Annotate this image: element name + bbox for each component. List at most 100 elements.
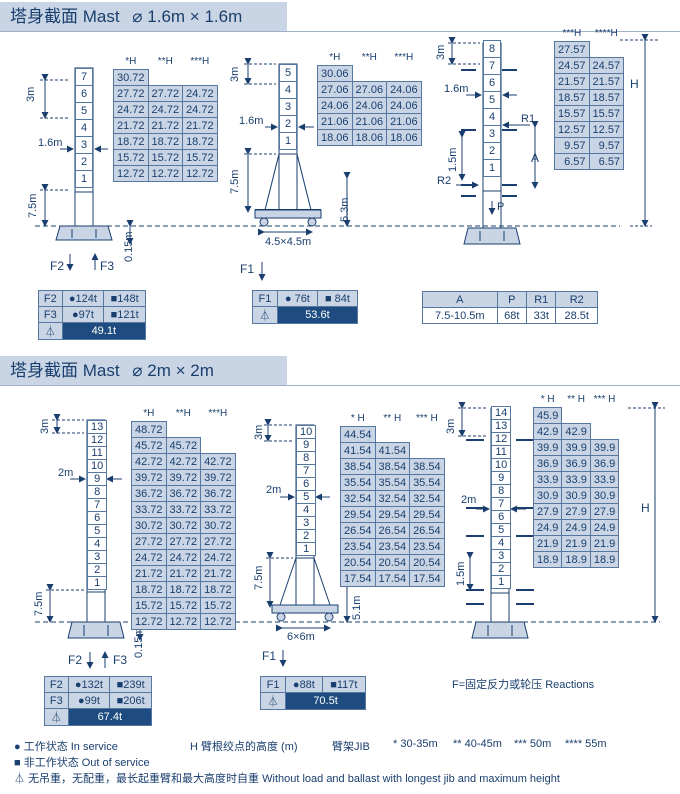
loads-table-5: F1 ●88t ■117t ⏃ 70.5t [259,676,367,710]
section-number: 6 [295,477,317,491]
height-header: ****H [594,28,618,40]
height-value: 32.54 [340,490,376,507]
height-value: 41.54 [340,442,376,459]
height-value: 18.72 [113,133,149,150]
section-row: 1 [490,575,512,589]
height-value: 18.72 [165,581,202,598]
section-number: 8 [295,451,317,465]
section-row: 4 [490,536,512,550]
height-value: 21.06 [386,113,422,130]
section-row: 3 [295,516,317,530]
f1-out-service: ■ 84t [316,290,359,307]
section-row: 2 [86,563,108,577]
dim-1-6m: 1.6m [444,83,468,95]
dim-2m: 2m [58,467,73,479]
section-row: 4 [295,503,317,517]
height-value [562,408,590,424]
height-value: 35.54 [409,474,445,491]
height-value [590,424,618,440]
section-header-1: 塔身截面 Mast ⌀ 1.6m × 1.6m [0,2,287,32]
height-header: **H [157,56,173,68]
height-value: 39.72 [200,469,236,486]
section-number: 2 [490,562,512,576]
section-row: 9 [295,438,317,452]
section-row: 12 [86,433,108,447]
height-value: 35.54 [340,474,376,491]
height-value: 44.54 [340,426,376,443]
height-value: 39.72 [131,469,167,486]
mast-3-drawing [448,34,660,245]
section-row: 5 [86,524,108,538]
height-value: 15.57 [554,105,590,122]
label-h: H [630,77,639,91]
height-value [201,422,236,438]
height-value: 12.72 [182,165,218,182]
section-number: 7 [295,464,317,478]
height-value: 27.06 [317,81,353,98]
height-value: 30.9 [561,487,591,504]
height-value: 20.54 [409,554,445,571]
height-value: 27.72 [113,85,149,102]
section-row: 9 [490,471,512,485]
height-value: 27.57 [554,41,590,58]
height-value: 23.54 [340,538,376,555]
section-number: 13 [490,419,512,433]
section-row: 5 [279,64,297,82]
section-row: 6 [86,511,108,525]
reactions-header: R2 [555,291,598,308]
dim-4-5x4-5m: 4.5×4.5m [265,236,311,248]
height-value: 24.9 [561,519,591,536]
section-row: 2 [75,153,93,171]
section-number: 2 [86,563,108,577]
height-header: ***H [190,56,210,68]
height-value [352,66,387,82]
height-value: 23.54 [374,538,411,555]
height-value: 21.72 [131,565,167,582]
height-value: 24.72 [113,101,149,118]
f2-in-service: ●124t [61,290,105,307]
label-r2: R2 [437,175,451,187]
section-divider [0,385,680,386]
height-value [410,443,445,459]
section-number: 5 [279,64,297,82]
section-number: 8 [86,485,108,499]
height-value: 36.72 [131,485,167,502]
height-value: 24.72 [165,549,202,566]
section-number: 5 [295,490,317,504]
section-number: 5 [75,102,93,120]
height-value: 30.9 [589,487,620,504]
section-row: 13 [86,420,108,434]
dim-3m: 3m [253,425,265,440]
height-value [166,422,201,438]
height-value: 26.54 [409,522,445,539]
height-value: 21.72 [165,565,202,582]
height-value [589,42,624,58]
height-value: 24.06 [386,97,422,114]
height-row: 30.72 [113,69,218,86]
section-row: 2 [483,142,501,160]
reactions-note: F=固定反力或轮压 Reactions [452,679,595,691]
dim-7-5m: 7.5m [229,170,241,194]
height-row: 44.54 [340,426,445,443]
section-number: 9 [295,438,317,452]
section-number: 13 [86,420,108,434]
section-row: 5 [490,523,512,537]
legend-jib-1: * 30-35m [393,738,438,750]
height-value: 20.54 [340,554,376,571]
height-value: 30.72 [165,517,202,534]
height-value: 27.72 [147,85,184,102]
